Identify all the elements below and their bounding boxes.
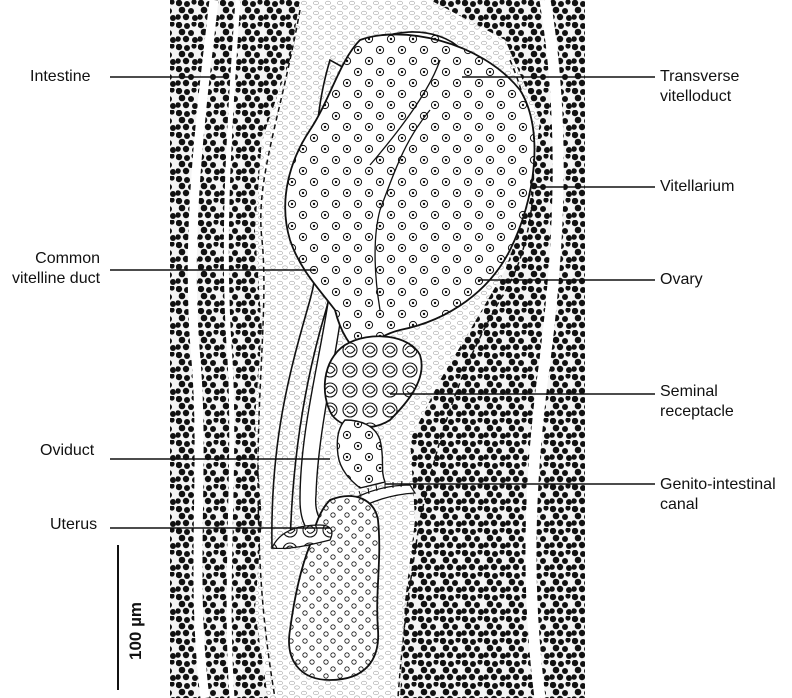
left-dashed-boundary xyxy=(257,9,301,698)
label-genito-intestinal-canal-line1: Genito-intestinal xyxy=(660,476,776,493)
label-genito-intestinal-canal: Genito-intestinal canal xyxy=(660,475,776,515)
label-seminal-receptacle-line2: receptacle xyxy=(660,403,734,420)
right-granular-band xyxy=(400,0,585,698)
organs xyxy=(271,31,536,681)
uterus-duct xyxy=(271,524,333,550)
label-vitellarium: Vitellarium xyxy=(660,178,735,195)
right-intestine-wall xyxy=(525,0,564,698)
label-intestine: Intestine xyxy=(30,68,91,85)
seminal-receptacle-sac xyxy=(323,335,423,429)
label-genito-intestinal-canal-line2: canal xyxy=(660,496,699,513)
label-ovary: Ovary xyxy=(660,271,703,288)
label-transverse-vitelloduct-line1: Transverse xyxy=(660,68,740,85)
ovary-inner-fold xyxy=(374,109,431,311)
ovary-lower-lobe xyxy=(336,419,386,489)
leader-lines xyxy=(110,76,655,529)
left-intestine-wall xyxy=(187,0,219,698)
label-seminal-receptacle-line1: Seminal xyxy=(660,383,718,400)
label-transverse-vitelloduct-line2: vitelloduct xyxy=(660,88,732,105)
label-common-vitelline-duct-line1: Common xyxy=(35,250,101,267)
label-transverse-vitelloduct: Transverse vitelloduct xyxy=(660,67,739,107)
label-common-vitelline-duct: Common vitelline duct xyxy=(12,249,100,289)
label-uterus: Uterus xyxy=(50,516,98,533)
scale-bar-label: 100 µm xyxy=(126,602,145,660)
label-oviduct: Oviduct xyxy=(40,442,95,459)
label-common-vitelline-duct-line2: vitelline duct xyxy=(12,270,101,287)
label-seminal-receptacle: Seminal receptacle xyxy=(660,382,734,422)
